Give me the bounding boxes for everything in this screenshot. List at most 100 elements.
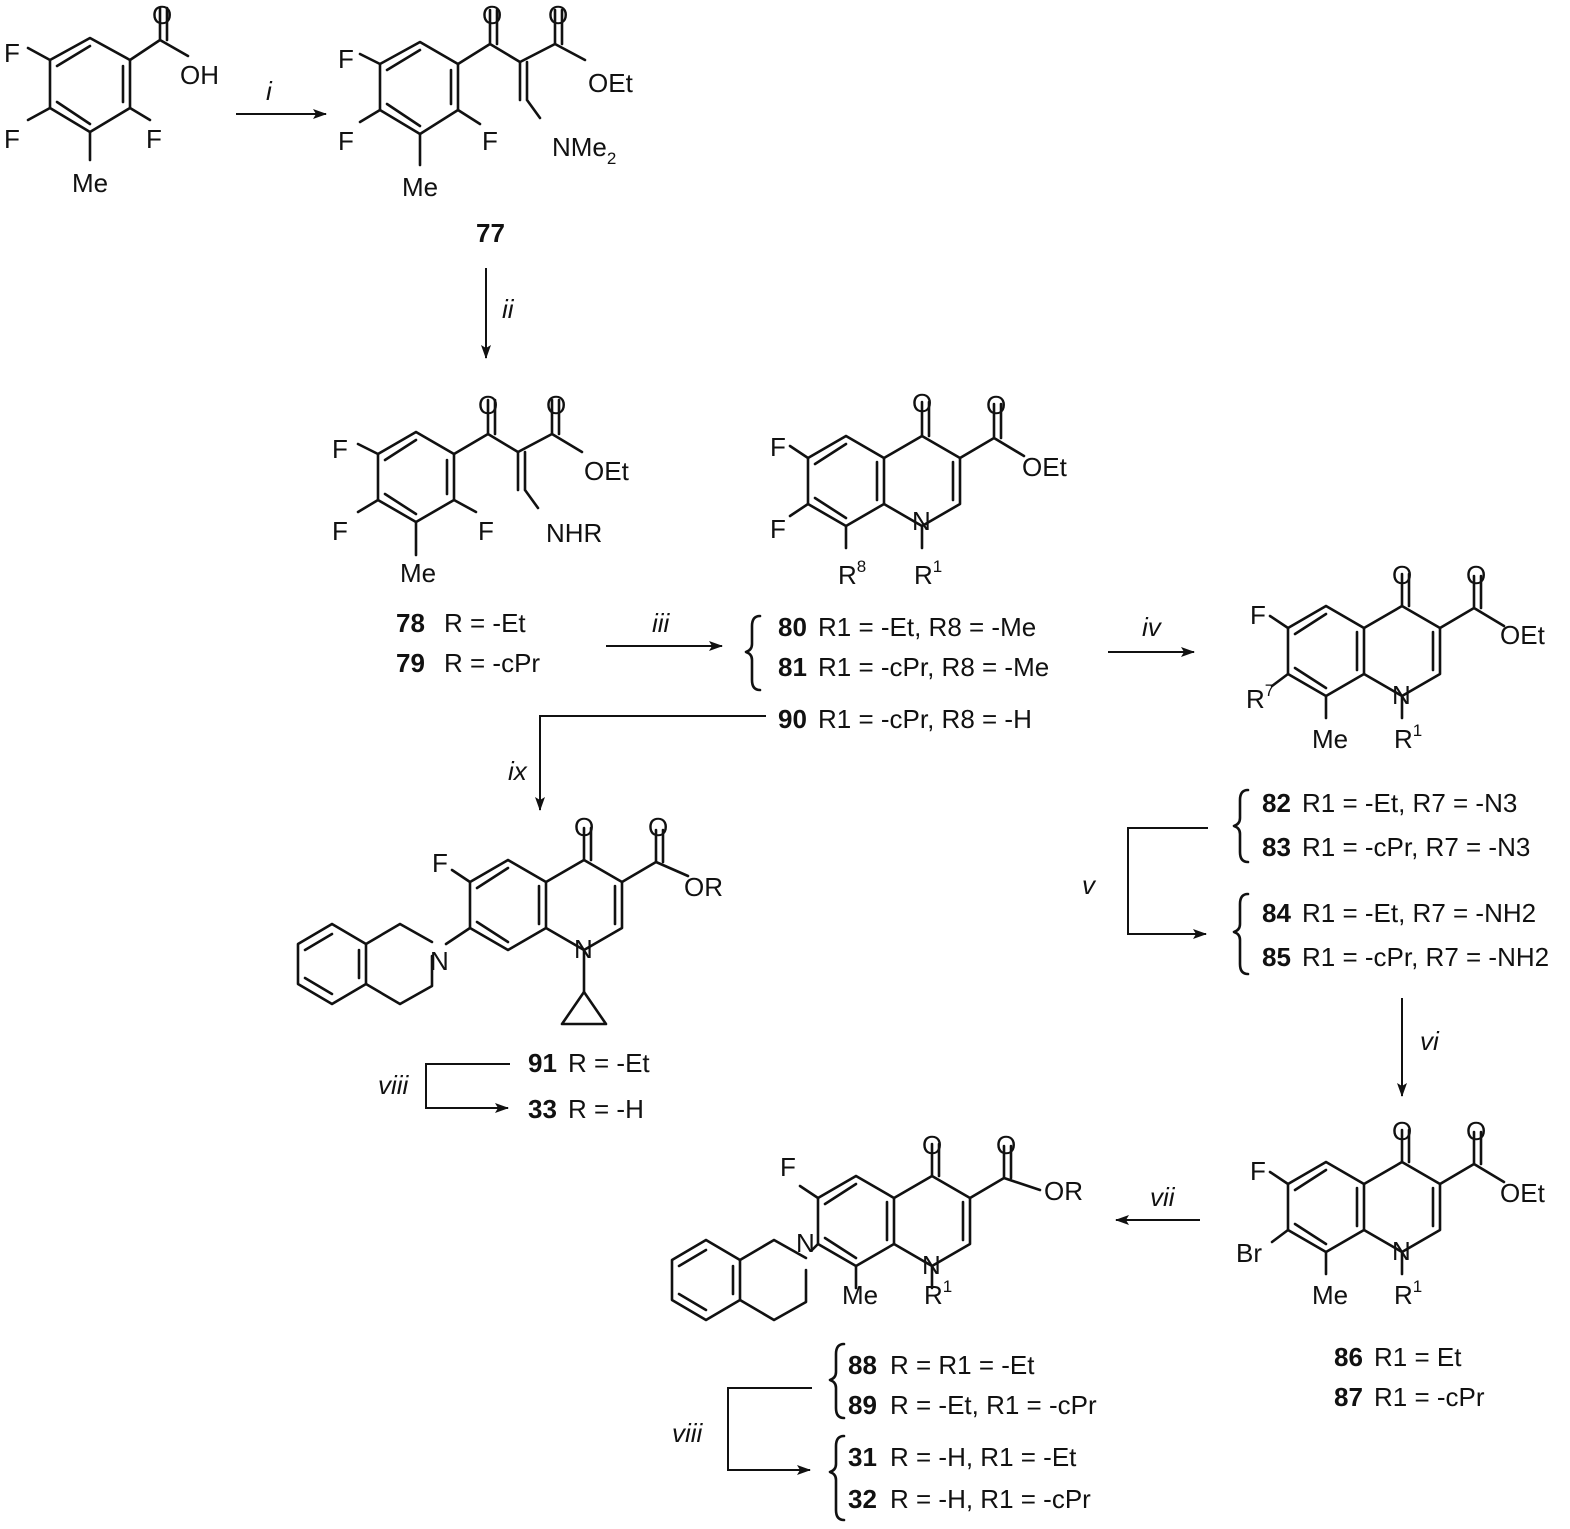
svg-text:90: 90 [778, 704, 807, 734]
svg-text:R1 = -Et, R7 = -NH2: R1 = -Et, R7 = -NH2 [1302, 898, 1536, 928]
label-87: 87 R1 = -cPr [1334, 1382, 1485, 1412]
svg-text:N: N [796, 1228, 815, 1258]
svg-text:84: 84 [1262, 898, 1291, 928]
svg-text:R1: R1 [914, 557, 942, 590]
svg-text:Me: Me [400, 558, 436, 588]
svg-text:R1 = -cPr: R1 = -cPr [1374, 1382, 1485, 1412]
svg-text:O: O [1466, 560, 1486, 590]
label-90: 90 R1 = -cPr, R8 = -H [778, 704, 1032, 734]
reagent-ix: ix [508, 756, 528, 786]
svg-text:OEt: OEt [584, 456, 630, 486]
svg-text:F: F [1250, 1156, 1266, 1186]
svg-text:R7: R7 [1246, 681, 1274, 714]
svg-text:O: O [482, 0, 502, 30]
svg-text:F: F [4, 38, 20, 68]
svg-text:O: O [546, 390, 566, 420]
compound-77: F F F O O OEt NMe2 Me [338, 0, 634, 202]
svg-text:O: O [996, 1130, 1016, 1160]
svg-text:N: N [574, 934, 593, 964]
svg-text:R = -Et: R = -Et [444, 608, 526, 638]
svg-text:F: F [478, 516, 494, 546]
svg-text:OEt: OEt [1500, 1178, 1546, 1208]
svg-text:O: O [1392, 560, 1412, 590]
svg-text:NHR: NHR [546, 518, 602, 548]
svg-text:O: O [1466, 1116, 1486, 1146]
svg-text:91: 91 [528, 1048, 557, 1078]
svg-text:NMe2: NMe2 [552, 132, 616, 168]
svg-text:F: F [332, 516, 348, 546]
quinolone-91-33: F N O O OR N [296, 812, 723, 1026]
svg-text:N: N [1392, 680, 1411, 710]
svg-text:33: 33 [528, 1094, 557, 1124]
svg-text:R = -H, R1 = -Et: R = -H, R1 = -Et [890, 1442, 1077, 1472]
svg-text:31: 31 [848, 1442, 877, 1472]
arrow-viii-b [727, 1387, 812, 1475]
reagent-iii: iii [652, 608, 671, 638]
svg-text:F: F [146, 124, 162, 154]
label-82: 82 R1 = -Et, R7 = -N3 [1262, 788, 1517, 818]
label-85: 85 R1 = -cPr, R7 = -NH2 [1262, 942, 1549, 972]
svg-text:R = -Et: R = -Et [568, 1048, 650, 1078]
svg-text:F: F [4, 124, 20, 154]
svg-text:89: 89 [848, 1390, 877, 1420]
svg-text:81: 81 [778, 652, 807, 682]
svg-text:Me: Me [402, 172, 438, 202]
svg-text:R1 = -cPr, R8 = -Me: R1 = -cPr, R8 = -Me [818, 652, 1049, 682]
quinolone-80-81-90: F F O O OEt N R8 R1 [770, 388, 1068, 590]
svg-text:32: 32 [848, 1484, 877, 1514]
brace-31-32 [828, 1434, 846, 1522]
svg-text:O: O [152, 0, 172, 30]
svg-text:F: F [338, 44, 354, 74]
svg-text:F: F [338, 126, 354, 156]
svg-text:N: N [912, 506, 931, 536]
reagent-vi: vi [1420, 1026, 1440, 1056]
svg-text:F: F [1250, 600, 1266, 630]
label-89: 89 R = -Et, R1 = -cPr [848, 1390, 1097, 1420]
svg-text:R1 = -cPr, R8 = -H: R1 = -cPr, R8 = -H [818, 704, 1032, 734]
label-84: 84 R1 = -Et, R7 = -NH2 [1262, 898, 1536, 928]
svg-text:R1 = -Et, R8 = -Me: R1 = -Et, R8 = -Me [818, 612, 1036, 642]
svg-text:O: O [478, 390, 498, 420]
svg-text:F: F [332, 434, 348, 464]
svg-text:F: F [780, 1152, 796, 1182]
label-32: 32 R = -H, R1 = -cPr [848, 1484, 1091, 1514]
quinolone-88-89: F N O O OR N Me R1 [670, 1130, 1083, 1322]
svg-text:F: F [770, 432, 786, 462]
svg-text:N: N [1392, 1236, 1411, 1266]
svg-text:R1 = Et: R1 = Et [1374, 1342, 1462, 1372]
svg-text:R = R1 = -Et: R = R1 = -Et [890, 1350, 1035, 1380]
svg-text:R1 = -cPr, R7 = -NH2: R1 = -cPr, R7 = -NH2 [1302, 942, 1549, 972]
svg-text:O: O [648, 812, 668, 842]
label-79: 79 R = -cPr [396, 648, 540, 678]
quinolone-82-85: F R7 O O OEt N Me R1 [1246, 560, 1546, 754]
reagent-v: v [1082, 870, 1097, 900]
reagent-iv: iv [1142, 612, 1163, 642]
label-78: 78 R = -Et [396, 608, 526, 638]
label-83: 83 R1 = -cPr, R7 = -N3 [1262, 832, 1530, 862]
svg-text:86: 86 [1334, 1342, 1363, 1372]
svg-text:N: N [922, 1250, 941, 1280]
reagent-i: i [266, 76, 273, 106]
svg-text:O: O [922, 1130, 942, 1160]
svg-text:O: O [986, 390, 1006, 420]
svg-text:F: F [770, 514, 786, 544]
svg-text:OEt: OEt [1022, 452, 1068, 482]
svg-text:Me: Me [842, 1280, 878, 1310]
svg-text:R1 = -cPr, R7 = -N3: R1 = -cPr, R7 = -N3 [1302, 832, 1530, 862]
svg-text:OR: OR [1044, 1176, 1083, 1206]
svg-text:R1: R1 [1394, 1277, 1422, 1310]
label-77: 77 [476, 218, 505, 248]
svg-text:Me: Me [72, 168, 108, 198]
svg-text:R = -H: R = -H [568, 1094, 644, 1124]
svg-text:O: O [1392, 1116, 1412, 1146]
svg-text:83: 83 [1262, 832, 1291, 862]
arrow-ix [535, 715, 766, 811]
svg-text:R = -H, R1 = -cPr: R = -H, R1 = -cPr [890, 1484, 1091, 1514]
svg-text:Me: Me [1312, 1280, 1348, 1310]
svg-text:82: 82 [1262, 788, 1291, 818]
label-33: 33 R = -H [528, 1094, 644, 1124]
reagent-viii-b: viii [672, 1418, 704, 1448]
svg-text:F: F [482, 126, 498, 156]
quinolone-86-87: F Br O O OEt N Me R1 [1236, 1116, 1546, 1310]
